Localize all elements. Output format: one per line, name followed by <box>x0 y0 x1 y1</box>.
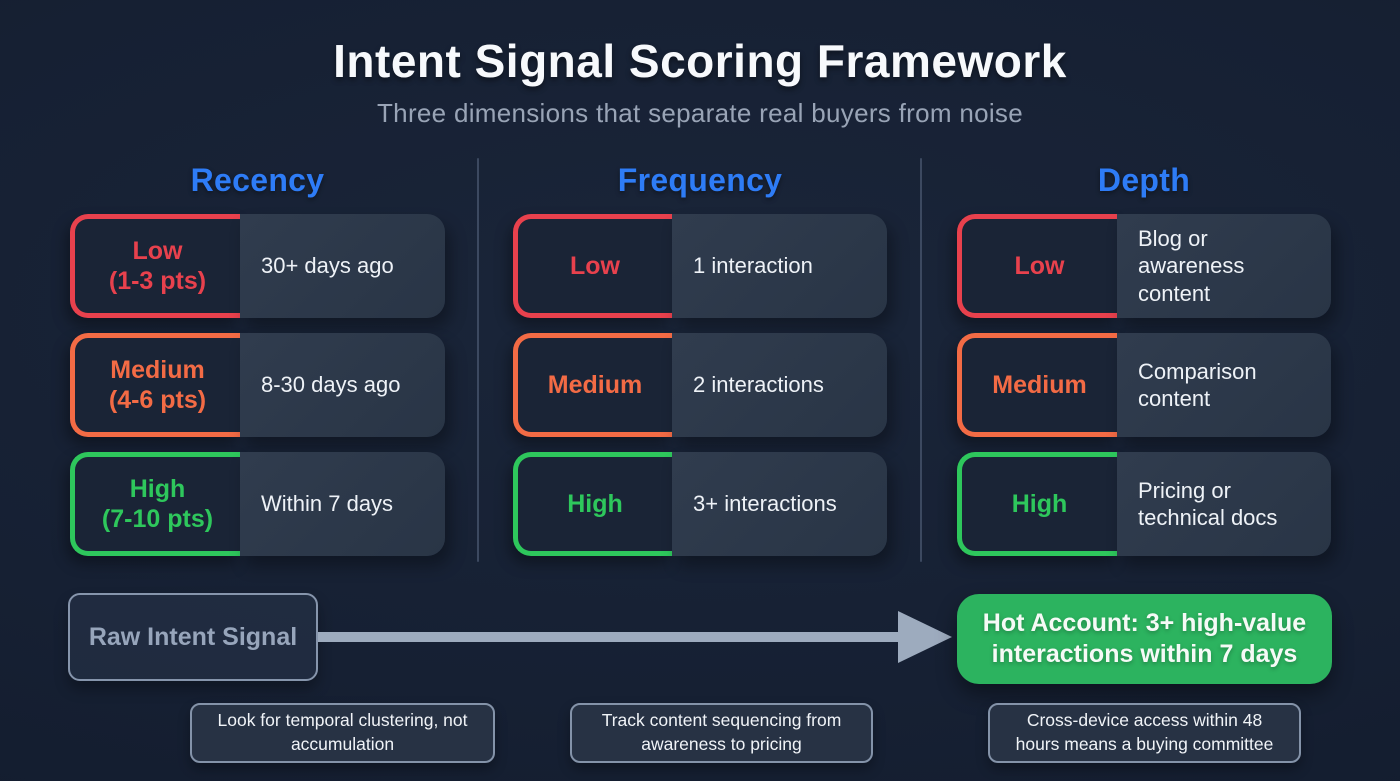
tier-description-box: 3+ interactions <box>672 452 887 556</box>
tier-row-frequency-low: Low 1 interaction <box>513 214 887 318</box>
note-text: Look for temporal clustering, not accumu… <box>217 710 468 754</box>
tier-row-depth-low: Low Blog or awareness content <box>957 214 1331 318</box>
tier-row-depth-medium: Medium Comparison content <box>957 333 1331 437</box>
note-recency: Look for temporal clustering, not accumu… <box>190 703 495 763</box>
flow-arrow-shaft <box>318 632 900 642</box>
tier-row-recency-high: High (7-10 pts) Within 7 days <box>70 452 445 556</box>
column-divider <box>920 158 922 562</box>
tier-label-box: High <box>957 452 1117 556</box>
tier-level: High <box>129 475 186 503</box>
hot-account-badge: Hot Account: 3+ high-value interactions … <box>957 594 1332 684</box>
tier-description: 8-30 days ago <box>261 372 401 398</box>
tier-label-box: Low <box>513 214 672 318</box>
tier-description: Blog or awareness content <box>1138 225 1245 306</box>
tier-points: (4-6 pts) <box>108 386 207 414</box>
tier-label-box: Medium <box>957 333 1117 437</box>
raw-intent-signal-box: Raw Intent Signal <box>68 593 318 681</box>
column-frequency: Low 1 interaction Medium 2 interactions … <box>513 214 887 571</box>
tier-points: (1-3 pts) <box>108 267 207 295</box>
tier-row-frequency-medium: Medium 2 interactions <box>513 333 887 437</box>
column-divider <box>477 158 479 562</box>
tier-row-recency-low: Low (1-3 pts) 30+ days ago <box>70 214 445 318</box>
column-header-recency: Recency <box>190 162 325 198</box>
tier-label-box: High <box>513 452 672 556</box>
page-title: Intent Signal Scoring Framework <box>333 35 1067 87</box>
tier-description: 3+ interactions <box>693 491 837 517</box>
tier-description: Within 7 days <box>261 491 394 517</box>
tier-level: Medium <box>547 371 643 399</box>
hot-account-label: Hot Account: 3+ high-value interactions … <box>982 608 1307 668</box>
column-header-depth: Depth <box>1097 162 1191 198</box>
tier-description-box: Comparison content <box>1117 333 1331 437</box>
tier-level: High <box>567 490 623 518</box>
tier-label-box: Medium (4-6 pts) <box>70 333 240 437</box>
tier-row-frequency-high: High 3+ interactions <box>513 452 887 556</box>
tier-row-recency-medium: Medium (4-6 pts) 8-30 days ago <box>70 333 445 437</box>
tier-row-depth-high: High Pricing or technical docs <box>957 452 1331 556</box>
tier-description: 30+ days ago <box>261 253 394 279</box>
tier-level: Low <box>132 237 183 265</box>
tier-level: High <box>1011 490 1068 518</box>
tier-description-box: 2 interactions <box>672 333 887 437</box>
tier-level: Medium <box>110 356 205 384</box>
tier-description: 2 interactions <box>693 372 824 398</box>
tier-description-box: Blog or awareness content <box>1117 214 1331 318</box>
tier-level: Low <box>570 252 620 280</box>
tier-points: (7-10 pts) <box>101 505 214 533</box>
tier-description: Comparison content <box>1138 358 1257 412</box>
tier-description: Pricing or technical docs <box>1138 477 1278 531</box>
tier-description-box: Pricing or technical docs <box>1117 452 1331 556</box>
tier-description-box: 8-30 days ago <box>240 333 445 437</box>
tier-level: Low <box>1014 252 1065 280</box>
flow-arrow-head-icon <box>898 611 952 663</box>
column-depth: Low Blog or awareness content Medium Com… <box>957 214 1331 571</box>
tier-description-box: 1 interaction <box>672 214 887 318</box>
note-depth: Cross-device access within 48 hours mean… <box>988 703 1301 763</box>
raw-intent-signal-label: Raw Intent Signal <box>88 622 298 651</box>
note-text: Track content sequencing from awareness … <box>601 710 842 754</box>
tier-description-box: 30+ days ago <box>240 214 445 318</box>
tier-description: 1 interaction <box>693 253 813 279</box>
column-recency: Low (1-3 pts) 30+ days ago Medium (4-6 p… <box>70 214 445 571</box>
tier-label-box: Low (1-3 pts) <box>70 214 240 318</box>
column-header-frequency: Frequency <box>617 162 783 198</box>
page-subtitle: Three dimensions that separate real buye… <box>377 98 1023 128</box>
tier-level: Medium <box>992 371 1087 399</box>
note-frequency: Track content sequencing from awareness … <box>570 703 873 763</box>
tier-label-box: High (7-10 pts) <box>70 452 240 556</box>
tier-label-box: Medium <box>513 333 672 437</box>
note-text: Cross-device access within 48 hours mean… <box>1015 710 1274 754</box>
tier-label-box: Low <box>957 214 1117 318</box>
tier-description-box: Within 7 days <box>240 452 445 556</box>
